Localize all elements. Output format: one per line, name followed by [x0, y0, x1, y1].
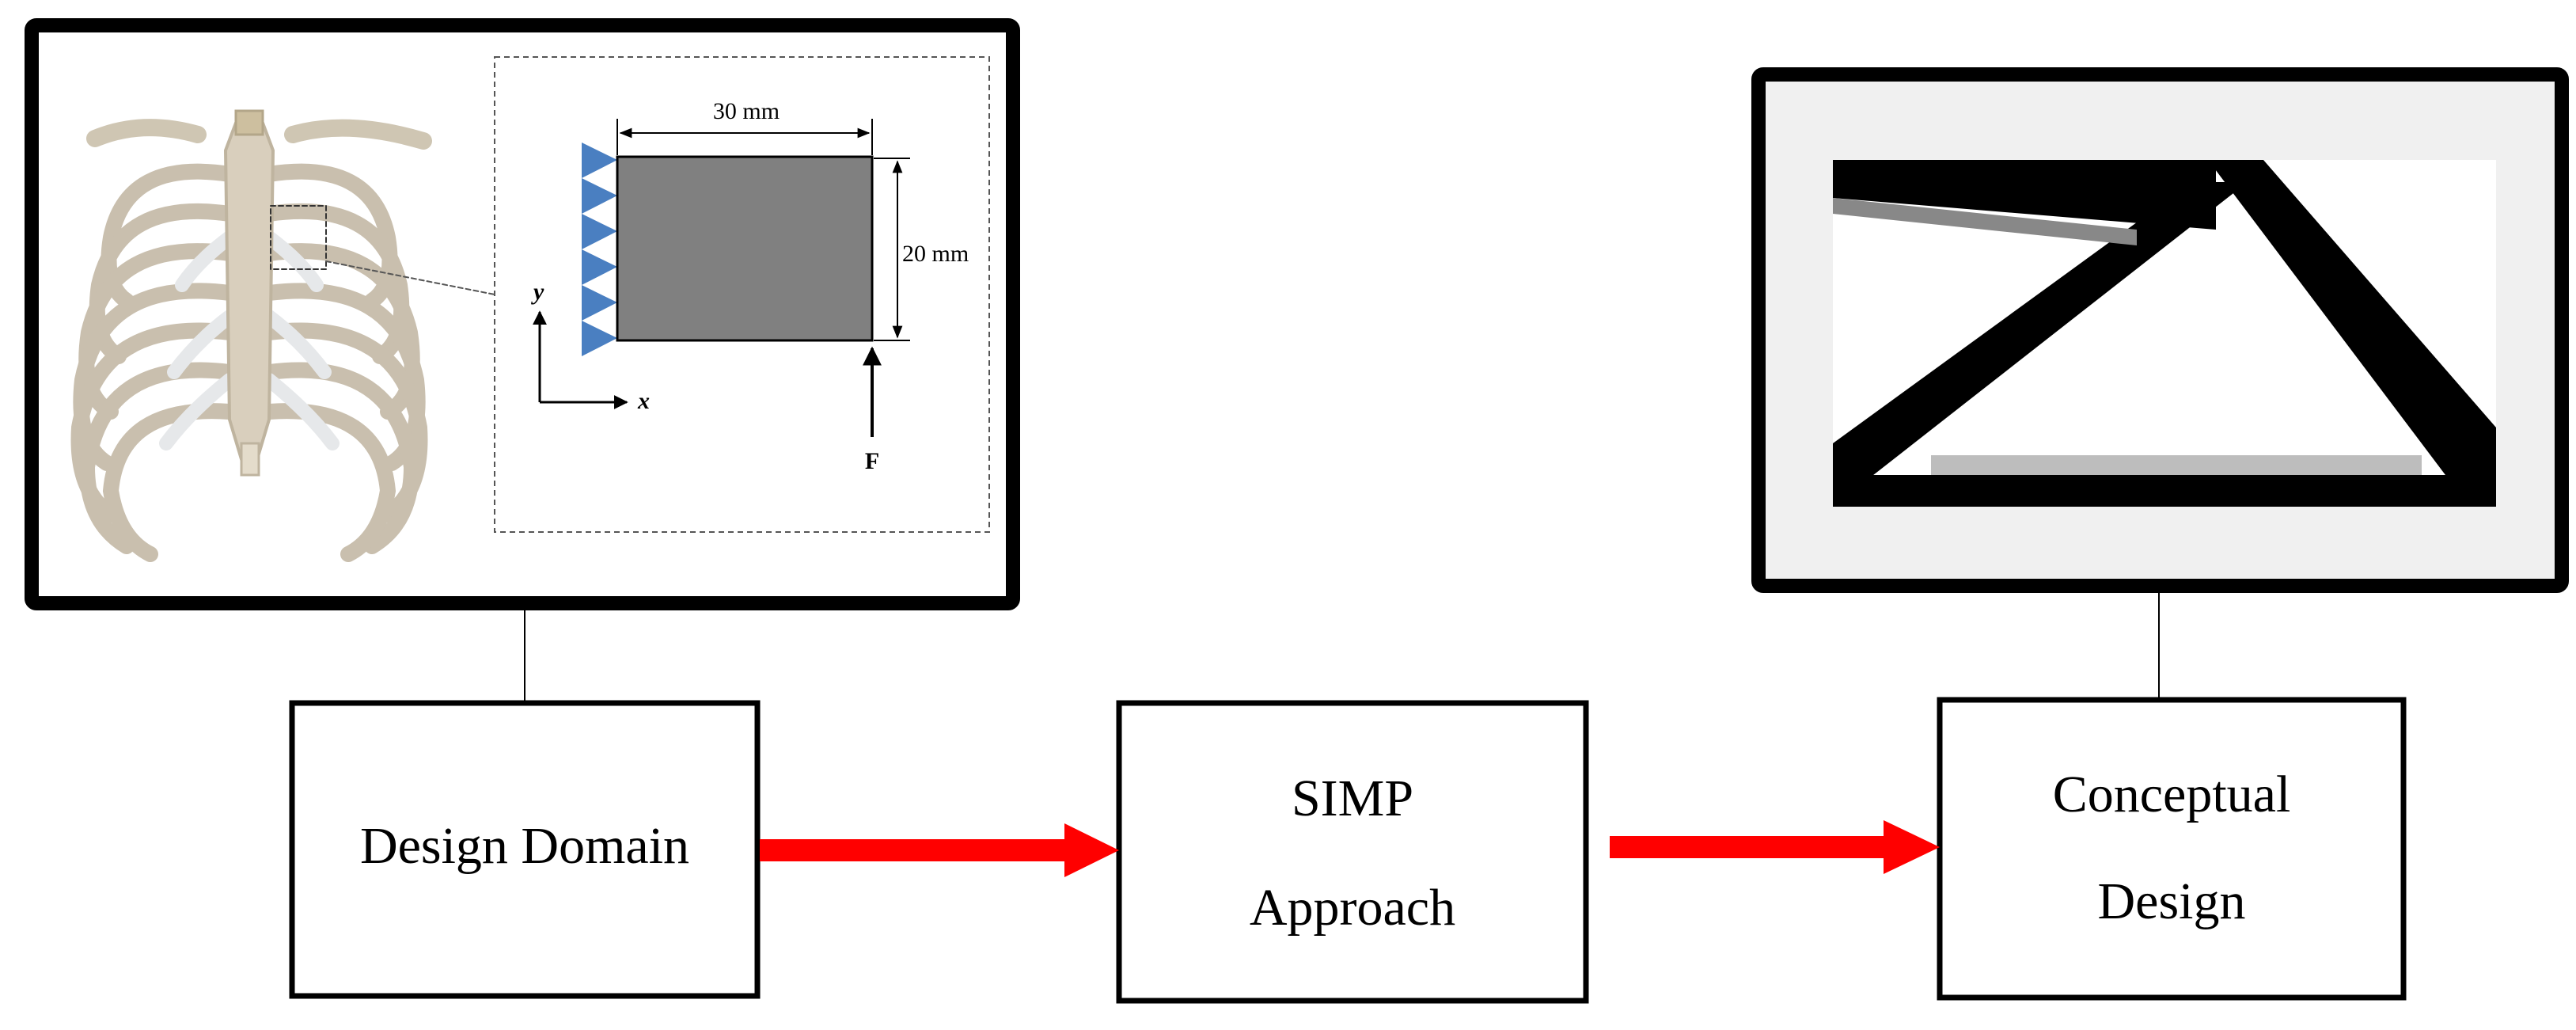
width-label: 30 mm	[713, 98, 780, 124]
topology-structure	[1833, 160, 2496, 507]
box-design-domain-label: Design Domain	[360, 817, 689, 875]
flow-arrow-2	[1610, 820, 1940, 874]
width-dimension: 30 mm	[616, 98, 873, 155]
force-label: F	[865, 448, 879, 474]
box-conceptual-line2: Design	[2098, 872, 2246, 930]
coordinate-axes: y x	[531, 279, 650, 414]
box-design-domain: Design Domain	[289, 700, 761, 999]
conceptual-design-panel	[1751, 67, 2569, 593]
height-label: 20 mm	[902, 241, 969, 267]
box-simp-line2: Approach	[1250, 879, 1455, 937]
axis-y-label: y	[531, 279, 544, 305]
fixed-support	[582, 143, 617, 356]
box-simp-approach: SIMP Approach	[1116, 700, 1589, 1004]
box-conceptual-line1: Conceptual	[2053, 766, 2291, 823]
flow-arrow-1	[760, 823, 1119, 877]
load-force: F	[863, 346, 882, 474]
box-simp-line1: SIMP	[1292, 770, 1413, 827]
height-dimension: 20 mm	[874, 158, 969, 341]
rib-cage-illustration	[70, 109, 495, 562]
design-domain-plate	[616, 155, 874, 342]
design-domain-panel: 30 mm 20 mm y x F	[25, 18, 1020, 610]
box-conceptual-design: Conceptual Design	[1937, 697, 2407, 1001]
axis-x-label: x	[637, 388, 650, 414]
